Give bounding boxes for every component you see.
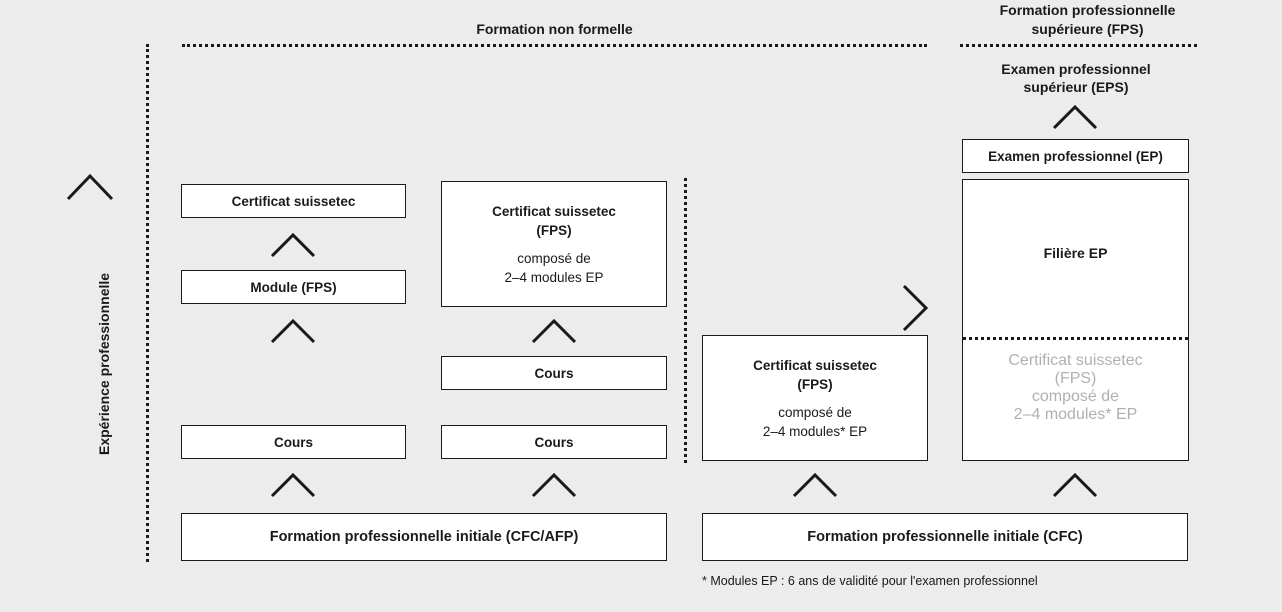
box-cours-col1-title: Cours [273, 434, 313, 450]
box-cert-fps-col3-title-1: Certificat suissetec [753, 357, 877, 373]
chevron-up-icon-c2-b [531, 472, 577, 498]
chevron-right-icon-c3-c4 [900, 283, 930, 333]
chevron-up-icon-c4-b [1052, 472, 1098, 498]
header-formation-non-formelle: Formation non formelle [476, 21, 633, 37]
box-filiere-ep-title: Filière EP [1043, 245, 1108, 261]
header-rule-non-formelle [182, 44, 927, 47]
chevron-up-icon-axis [65, 172, 115, 202]
box-formation-initiale-cfc-afp[interactable]: Formation professionnelle initiale (CFC/… [181, 513, 667, 561]
experience-axis-line [146, 44, 149, 562]
box-cert-fps-col4-title-2: (FPS) [1054, 370, 1097, 387]
box-cert-fps-col4-sub-2: 2–4 modules* EP [1013, 406, 1138, 423]
box-cours-col2-upper[interactable]: Cours [441, 356, 667, 390]
box-module-fps[interactable]: Module (FPS) [181, 270, 406, 304]
box-cert-fps-col2-title-2: (FPS) [536, 222, 572, 238]
experience-professionnelle-label: Expérience professionnelle [96, 272, 112, 455]
header-fps-line1: Formation professionnelle [999, 2, 1176, 18]
box-cert-fps-col4-sub-1: composé de [1031, 388, 1120, 405]
box-cours-col2-upper-title: Cours [534, 365, 574, 381]
box-formation-initiale-cfc-afp-title: Formation professionnelle initiale (CFC/… [269, 528, 579, 545]
box-cert-fps-col2-sub-1: composé de [517, 250, 591, 266]
box-formation-initiale-cfc[interactable]: Formation professionnelle initiale (CFC) [702, 513, 1188, 561]
box-cert-fps-col2-sub-2: 2–4 modules EP [504, 269, 604, 285]
divider-non-formelle-right [684, 178, 687, 463]
box-cert-fps-col4-title-1: Certificat suissetec [1008, 352, 1143, 369]
box-cours-col2-lower[interactable]: Cours [441, 425, 667, 459]
box-examen-professionnel-ep[interactable]: Examen professionnel (EP) [962, 139, 1189, 173]
box-cert-fps-col3-sub-1: composé de [778, 404, 852, 420]
filiere-ep-internal-divider [963, 337, 1188, 340]
label-examen-professionnel-superieur-line1: Examen professionnel [1001, 61, 1151, 77]
label-examen-professionnel-superieur-line2: supérieur (EPS) [1023, 79, 1129, 95]
box-certificat-suissetec[interactable]: Certificat suissetec [181, 184, 406, 218]
chevron-up-icon-c1-b [270, 318, 316, 344]
box-cours-col2-lower-title: Cours [534, 434, 574, 450]
box-module-fps-title: Module (FPS) [250, 279, 337, 295]
chevron-up-icon-c2-a [531, 318, 577, 344]
box-cert-fps-col4-greyed: Certificat suissetec (FPS) composé de 2–… [962, 352, 1189, 424]
chevron-up-icon-c4-a [1052, 104, 1098, 130]
box-cours-col1[interactable]: Cours [181, 425, 406, 459]
box-certificat-suissetec-fps-col3[interactable]: Certificat suissetec (FPS) composé de 2–… [702, 335, 928, 461]
header-rule-fps [960, 44, 1197, 47]
box-certificat-suissetec-fps-col2[interactable]: Certificat suissetec (FPS) composé de 2–… [441, 181, 667, 307]
footnote-modules-ep: * Modules EP : 6 ans de validité pour l'… [702, 574, 1038, 588]
chevron-up-icon-c1-a [270, 232, 316, 258]
header-fps-line2: supérieure (FPS) [1031, 21, 1144, 37]
box-filiere-ep-group[interactable]: Filière EP [962, 179, 1189, 461]
box-cert-fps-col2-title-1: Certificat suissetec [492, 203, 616, 219]
box-cert-fps-col3-sub-2: 2–4 modules* EP [762, 423, 868, 439]
box-formation-initiale-cfc-title: Formation professionnelle initiale (CFC) [807, 528, 1083, 545]
chevron-up-icon-c1-c [270, 472, 316, 498]
chevron-up-icon-c3-a [792, 472, 838, 498]
box-certificat-suissetec-title: Certificat suissetec [231, 193, 356, 209]
box-cert-fps-col3-title-2: (FPS) [797, 376, 833, 392]
box-examen-professionnel-ep-title: Examen professionnel (EP) [988, 148, 1163, 164]
